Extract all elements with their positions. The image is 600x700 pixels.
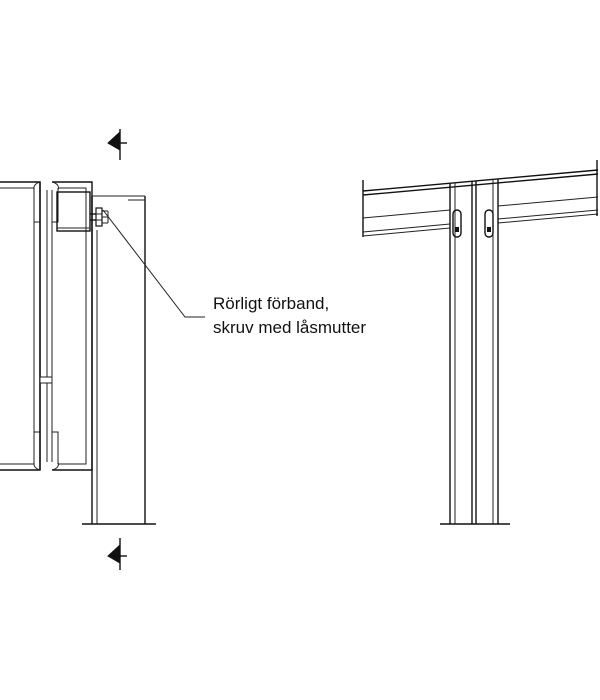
- spacer-block: [56, 191, 91, 232]
- right-elevation-view: [362, 160, 599, 525]
- annotation-leader: [102, 209, 205, 318]
- annotation-line-1: Rörligt förband,: [213, 294, 329, 313]
- section-marker-bottom: [107, 538, 127, 570]
- left-section-view: [0, 129, 205, 570]
- post-column: [82, 195, 156, 525]
- section-marker-top: [107, 129, 127, 160]
- slotted-hole-right: [484, 209, 494, 238]
- web-plate: [39, 182, 53, 470]
- outer-channel-profile: [0, 181, 41, 471]
- sloped-beam: [362, 160, 599, 237]
- annotation-line-2: skruv med låsmutter: [213, 318, 366, 337]
- slotted-hole-left: [452, 209, 462, 238]
- inner-channel-profile: [51, 181, 93, 471]
- post-pair: [440, 179, 510, 525]
